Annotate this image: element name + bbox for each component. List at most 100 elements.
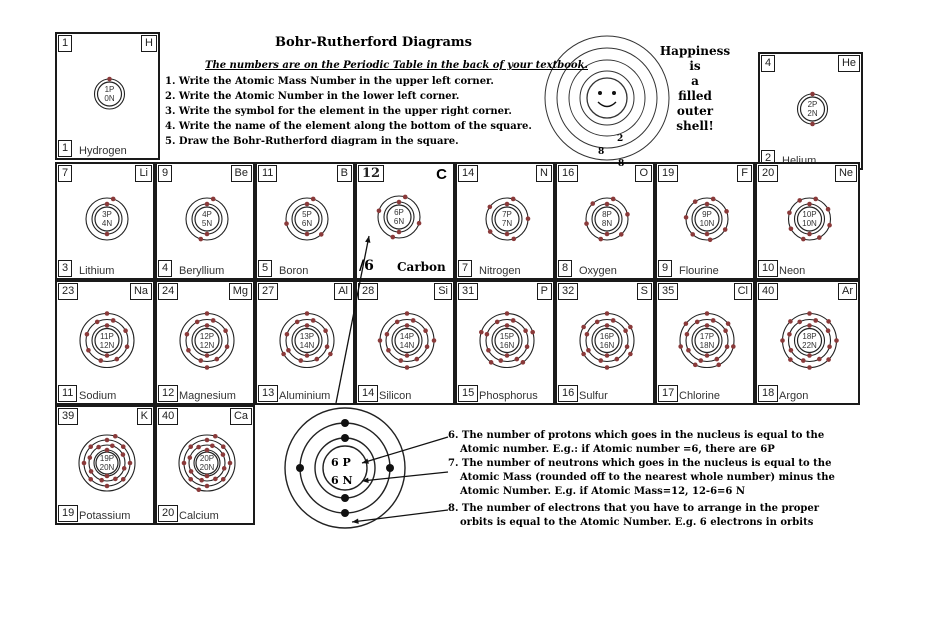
bohr-diagram <box>178 433 236 493</box>
electron <box>123 328 128 334</box>
electron <box>396 199 402 205</box>
atomic-number: 16 <box>558 385 579 402</box>
element-name: Flourine <box>679 265 719 277</box>
element-symbol: Si <box>434 283 452 300</box>
instructions-heading: The numbers are on the Periodic Table in… <box>205 60 588 71</box>
nucleus <box>694 206 720 232</box>
electron <box>294 319 300 325</box>
atomic-number: 8 <box>558 260 573 277</box>
atomic-mass: 1 <box>58 35 73 52</box>
electron-shell <box>85 197 129 241</box>
electron <box>523 328 528 334</box>
arrowhead <box>362 477 369 484</box>
element-symbol: B <box>336 165 352 182</box>
neutron-count: 18N <box>699 340 715 350</box>
proton-count: 7P <box>502 210 512 219</box>
happiness-line: a <box>691 74 699 88</box>
atomic-mass: 20 <box>758 165 779 182</box>
arrowhead <box>352 518 359 524</box>
electron <box>825 206 831 212</box>
electron <box>504 311 510 316</box>
electron-shell <box>185 197 229 241</box>
nucleus <box>694 327 720 354</box>
atomic-number: 13 <box>258 385 279 402</box>
electron <box>704 323 710 328</box>
smiley-face <box>586 77 628 119</box>
proton-count: 8P <box>602 210 612 219</box>
happiness-line: Happiness <box>659 44 731 58</box>
electron <box>678 344 683 349</box>
element-name: Phosphorus <box>479 390 538 402</box>
element-name: Boron <box>279 265 309 277</box>
electron-shell <box>188 444 226 482</box>
electron <box>581 324 586 330</box>
electron <box>800 358 806 363</box>
electron <box>683 215 689 220</box>
element-name: Aluminium <box>279 390 331 402</box>
proton-count: 13P <box>299 331 315 341</box>
bohr-diagram <box>479 311 535 369</box>
electron <box>212 433 218 439</box>
electron <box>81 460 87 466</box>
electron-shell <box>285 197 329 241</box>
electron <box>210 196 216 202</box>
bohr-diagram <box>376 194 422 240</box>
electron-shell <box>85 318 129 363</box>
example-shell <box>284 407 406 529</box>
electron <box>488 360 494 365</box>
electron <box>204 473 210 479</box>
proton-count: 14P <box>399 331 415 341</box>
nucleus <box>394 327 420 354</box>
neutron-count: 6N <box>393 217 405 226</box>
bohr-diagram <box>787 196 832 242</box>
page-title: Bohr-Rutherford Diagrams <box>275 35 472 50</box>
electron <box>220 452 226 457</box>
element-symbol: P <box>536 283 552 300</box>
electron <box>188 444 194 450</box>
electron <box>722 227 728 232</box>
electron <box>731 344 736 349</box>
electron <box>386 464 394 472</box>
element-symbol: Ca <box>229 408 252 425</box>
element-name: Neon <box>779 265 806 277</box>
electron <box>284 221 289 226</box>
electron <box>504 323 510 328</box>
electron <box>816 235 822 240</box>
electron <box>724 344 730 350</box>
electron <box>498 358 504 363</box>
electron <box>390 234 396 240</box>
electron <box>487 229 493 234</box>
note-7c: Atomic Number. E.g. if Atomic Mass=12, 1… <box>460 486 745 497</box>
element-symbol: He <box>837 55 860 72</box>
electron <box>377 338 383 343</box>
element-symbol: Cl <box>733 283 752 300</box>
element-symbol: F <box>737 165 752 182</box>
electron <box>694 319 700 325</box>
atomic-mass: 7 <box>58 165 73 182</box>
electron <box>431 338 437 343</box>
electron <box>714 356 720 362</box>
instruction-4: 4. Write the name of the element along t… <box>165 121 532 132</box>
bohr-diagram <box>179 311 235 370</box>
element-symbol: Ar <box>838 283 857 300</box>
element-name: Potassium <box>79 510 131 522</box>
element-name: Silicon <box>379 390 412 402</box>
happy-atom-shell <box>544 35 670 161</box>
electron <box>204 437 210 443</box>
element-symbol: N <box>536 165 552 182</box>
electron-shell <box>88 444 126 482</box>
electron <box>113 476 118 482</box>
electron-shell <box>285 318 329 363</box>
proton-count: 9P <box>702 210 712 219</box>
electron <box>394 319 400 325</box>
